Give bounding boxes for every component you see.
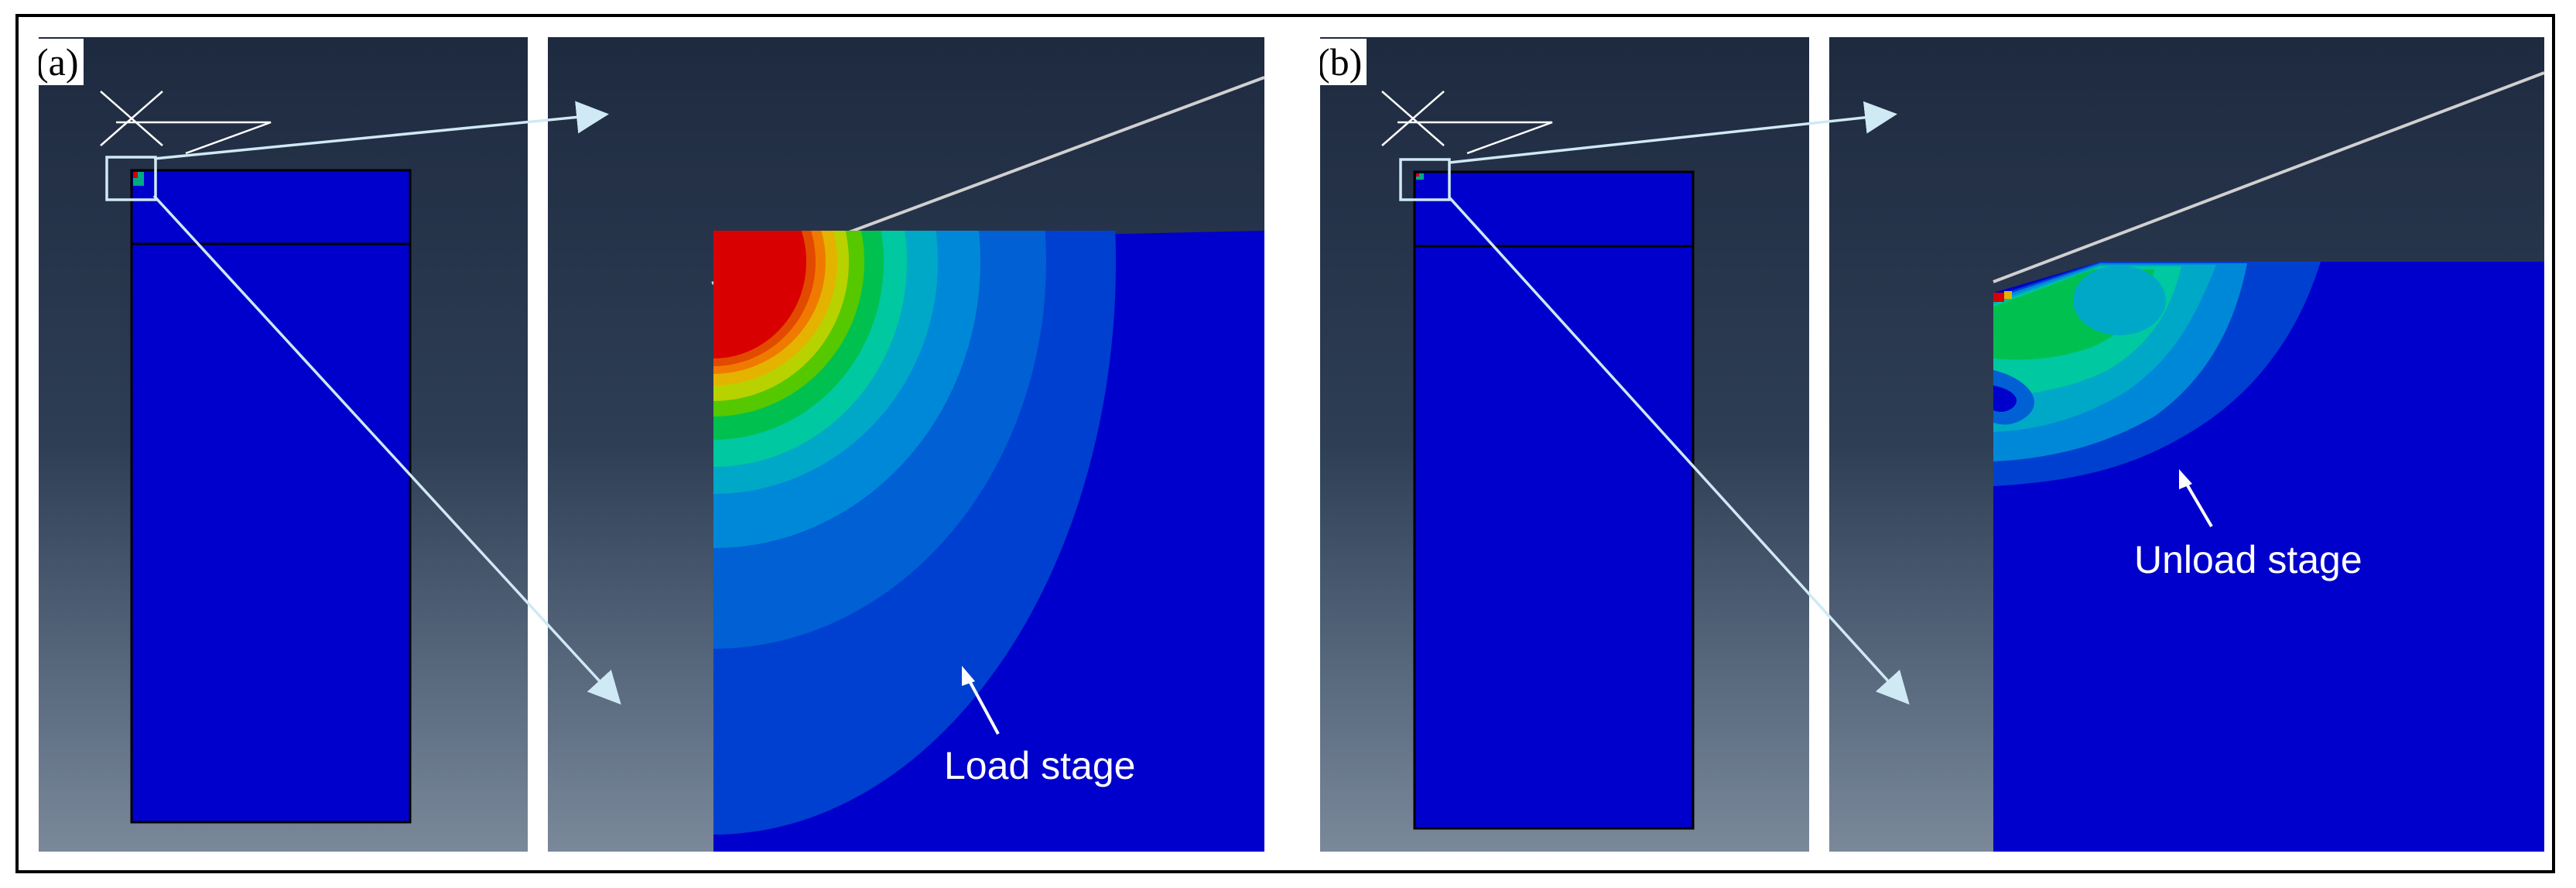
stage-label-unload: Unload stage [2134,538,2362,581]
contour-plot-unload [1993,71,2544,852]
zoom-box [105,156,157,201]
arrow-unload-stage [2179,469,2213,528]
model-b-overview [1381,91,1695,830]
model-a-overview [100,91,412,824]
stress-contours-unload [1993,262,2321,486]
view-triad-icon [1381,91,1553,155]
specimen-body [1413,170,1695,830]
viewport-b-overview: (b) [1320,37,1809,852]
panel-label-a: (a) [39,39,84,85]
stress-contours-load [713,231,1116,835]
stage-label-load: Load stage [944,744,1136,787]
panel-label-b: (b) [1320,39,1367,85]
specimen-body [130,169,412,824]
viewport-a-zoom: Load stage [548,37,1264,852]
arrow-load-stage [962,666,1000,735]
contour-plot-load [711,76,1264,852]
viewport-b-zoom: Unload stage [1829,37,2544,852]
contact-spot [1416,173,1424,180]
indenter-edge [1993,71,2544,283]
zoom-box [1399,158,1451,201]
viewport-a-overview: (a) [39,37,528,852]
view-triad-icon [100,91,272,155]
contact-spot [133,172,144,186]
figure-frame [15,14,2555,873]
